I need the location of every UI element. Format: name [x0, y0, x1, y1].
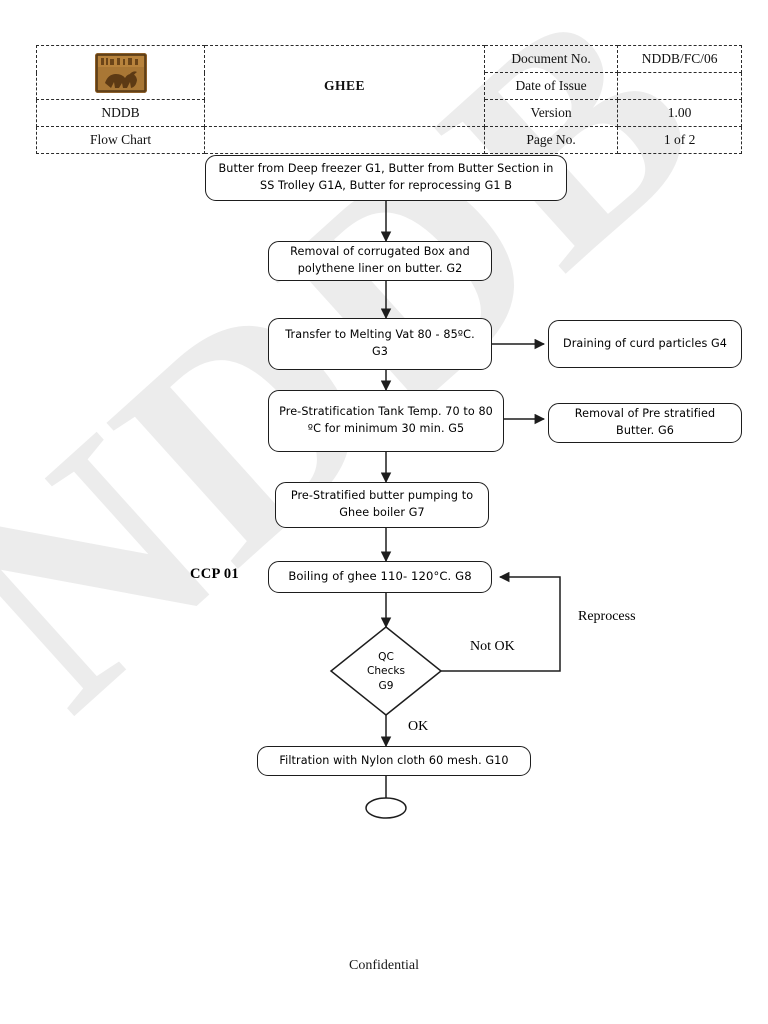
process-node-g4[interactable]: Draining of curd particles G4 [548, 320, 742, 368]
org-name: NDDB [35, 99, 206, 127]
process-node-g5-label: Pre-Stratification Tank Temp. 70 to 80 º… [279, 405, 493, 435]
document-title: GHEE [204, 45, 485, 127]
meta-label-version: Version [483, 99, 619, 127]
process-node-g1[interactable]: Butter from Deep freezer G1, Butter from… [205, 155, 567, 201]
process-node-g8-label: Boiling of ghee 110- 120°C. G8 [288, 569, 472, 584]
process-node-g2-label: Removal of corrugated Box and polythene … [290, 245, 470, 275]
meta-value-date-of-issue [617, 72, 742, 100]
footer-confidential: Confidential [349, 958, 419, 973]
document-header-table: GHEE Document No. NDDB/FC/06 Date of Iss… [35, 45, 742, 154]
logo-cell [35, 45, 206, 100]
process-node-g10-label: Filtration with Nylon cloth 60 mesh. G10 [279, 753, 509, 767]
meta-label-page-no: Page No. [483, 126, 619, 154]
edge-label-ok: OK [408, 719, 429, 734]
ccp-01-label: CCP 01 [190, 566, 239, 582]
decision-node-g9-label: QC Checks G9 [366, 651, 406, 692]
process-node-g10[interactable]: Filtration with Nylon cloth 60 mesh. G10 [257, 746, 531, 776]
process-node-g7-label: Pre-Stratified butter pumping to Ghee bo… [290, 489, 474, 519]
process-node-g3-label: Transfer to Melting Vat 80 - 85ºC. G3 [285, 328, 475, 358]
nddb-seal-logo-icon [94, 52, 147, 93]
process-node-g3[interactable]: Transfer to Melting Vat 80 - 85ºC. G3 [268, 318, 492, 370]
terminator-ellipse [365, 797, 407, 819]
process-node-g4-label: Draining of curd particles G4 [562, 336, 728, 350]
header-row-1: GHEE Document No. NDDB/FC/06 [35, 45, 742, 127]
title-cell-spacer [204, 126, 485, 154]
process-node-g8[interactable]: Boiling of ghee 110- 120°C. G8 [268, 561, 492, 593]
process-node-g5[interactable]: Pre-Stratification Tank Temp. 70 to 80 º… [268, 390, 504, 452]
meta-label-date-of-issue: Date of Issue [483, 72, 619, 100]
meta-value-version: 1.00 [617, 99, 742, 127]
process-node-g7[interactable]: Pre-Stratified butter pumping to Ghee bo… [275, 482, 489, 528]
process-node-g2[interactable]: Removal of corrugated Box and polythene … [268, 241, 492, 281]
meta-label-document-no: Document No. [483, 45, 619, 73]
process-node-g6-label: Removal of Pre stratified Butter. G6 [574, 407, 716, 437]
edge-label-reprocess: Reprocess [578, 609, 636, 624]
process-node-g6[interactable]: Removal of Pre stratified Butter. G6 [548, 403, 742, 443]
edge-reprocess-loop [441, 571, 561, 672]
doc-type: Flow Chart [35, 126, 206, 154]
header-row-4: Flow Chart Page No. 1 of 2 [35, 126, 742, 154]
edge-label-not-ok: Not OK [470, 639, 515, 654]
process-node-g1-label: Butter from Deep freezer G1, Butter from… [218, 162, 554, 192]
meta-value-document-no: NDDB/FC/06 [617, 45, 742, 73]
decision-diamond-g9 [329, 626, 443, 716]
meta-value-page-no: 1 of 2 [617, 126, 742, 154]
